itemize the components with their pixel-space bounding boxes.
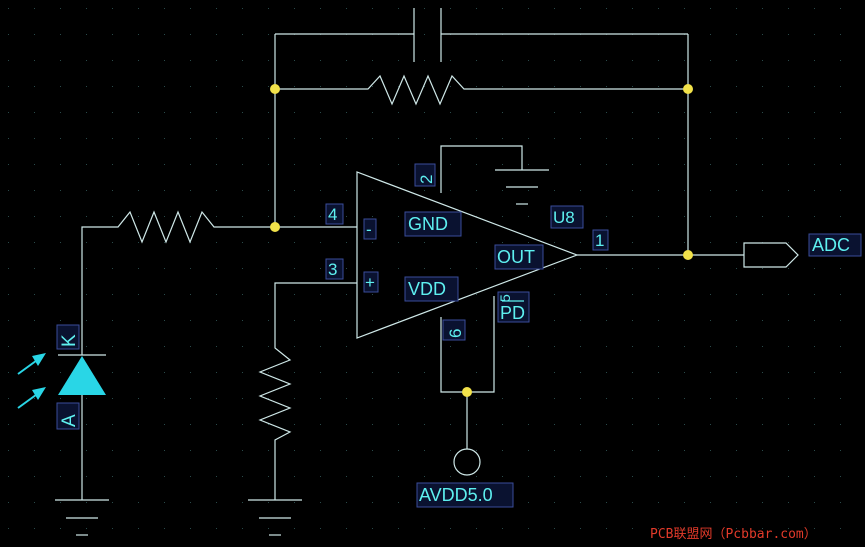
- pd-pin-label: PD: [500, 303, 525, 323]
- diode-anode-label: A: [59, 414, 80, 427]
- pin2-gnd-wire: [440, 145, 523, 193]
- ground-symbol-opamp: [495, 169, 549, 205]
- photodiode: [17, 340, 106, 500]
- supply-label: AVDD5.0: [419, 485, 493, 505]
- vdd-pin-label: VDD: [408, 279, 446, 299]
- gnd-pin-label: GND: [408, 214, 448, 234]
- pin6-label: 6: [446, 329, 465, 338]
- pin3-label: 3: [328, 260, 337, 279]
- ground-symbol-bias: [248, 499, 302, 536]
- pin5-label: 5: [497, 294, 513, 302]
- noninverting-sign: +: [365, 273, 375, 292]
- ground-symbol-diode: [55, 499, 109, 536]
- pin2-label: 2: [417, 175, 436, 184]
- op-amp-u8: [356, 171, 579, 339]
- feedback-capacitor: [275, 8, 688, 62]
- refdes-label: U8: [553, 208, 575, 227]
- pin4-label: 4: [328, 205, 337, 224]
- bias-resistor: [258, 282, 357, 500]
- adc-port: [743, 242, 799, 268]
- junction-dot: [270, 222, 280, 232]
- input-resistor: [81, 210, 357, 340]
- junction-dot: [683, 84, 693, 94]
- out-pin-label: OUT: [497, 247, 535, 267]
- diode-cathode-label: K: [59, 334, 80, 347]
- inverting-sign: -: [366, 220, 372, 239]
- watermark: PCB联盟网（Pcbbar.com）: [650, 527, 817, 542]
- junction-dot: [683, 250, 693, 260]
- grid-dots: [8, 8, 841, 529]
- adc-label: ADC: [812, 235, 850, 255]
- feedback-resistor: [275, 74, 688, 106]
- junction-dot: [270, 84, 280, 94]
- pin1-label: 1: [595, 231, 604, 250]
- junction-dot: [462, 387, 472, 397]
